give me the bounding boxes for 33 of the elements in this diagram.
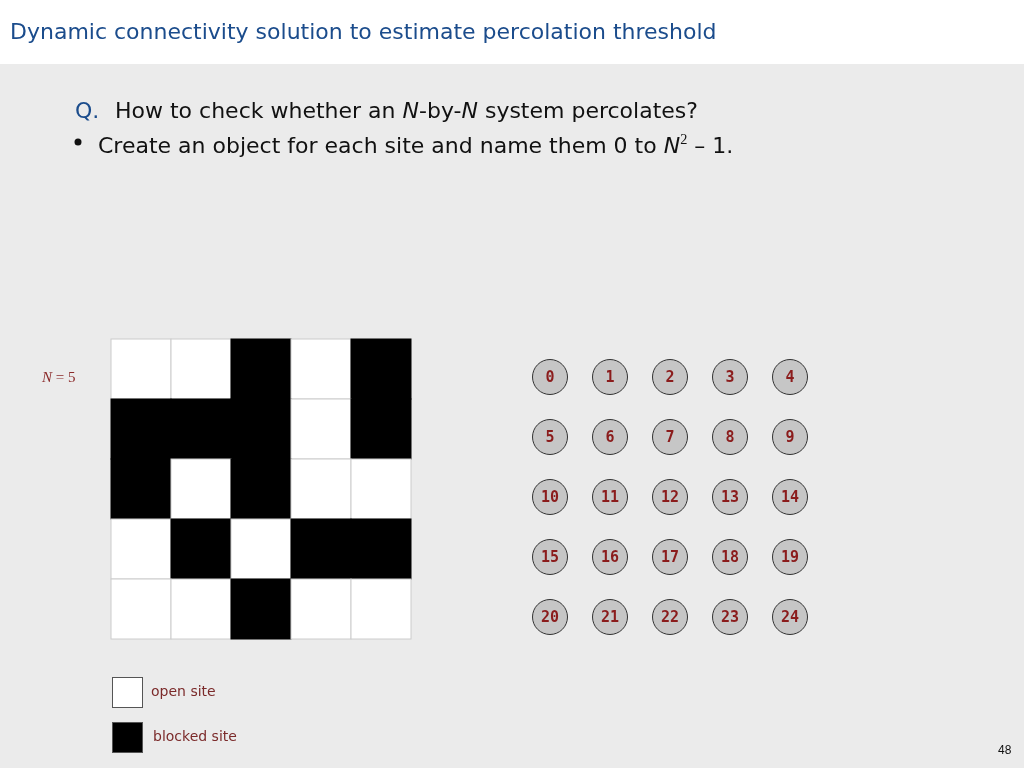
grid-size-label: N = 5 [42, 368, 76, 387]
site-node: 1 [592, 359, 628, 395]
site-node: 11 [592, 479, 628, 515]
site-node: 18 [712, 539, 748, 575]
site-node: 5 [532, 419, 568, 455]
site-node: 17 [652, 539, 688, 575]
site-node: 7 [652, 419, 688, 455]
bullet-text: Create an object for each site and name them 0 to N$^{2}$ – 1. [98, 132, 734, 160]
site-node: 20 [532, 599, 568, 635]
site-node: 24 [772, 599, 808, 635]
site-node: 12 [652, 479, 688, 515]
site-node: 0 [532, 359, 568, 395]
site-node: 8 [712, 419, 748, 455]
legend-label: blocked site [153, 727, 237, 745]
question-text: How to check whether an N-by-N system percolates? [115, 97, 698, 125]
slide-title: Dynamic connectivity solution to estimate percolation threshold [10, 18, 717, 46]
site-node: 3 [712, 359, 748, 395]
site-node: 21 [592, 599, 628, 635]
site-node: 9 [772, 419, 808, 455]
site-node: 10 [532, 479, 568, 515]
site-node: 4 [772, 359, 808, 395]
question-marker: Q. [75, 97, 100, 125]
site-node: 16 [592, 539, 628, 575]
site-node: 22 [652, 599, 688, 635]
site-node: 19 [772, 539, 808, 575]
site-node: 6 [592, 419, 628, 455]
site-node: 23 [712, 599, 748, 635]
legend-label: open site [151, 682, 216, 700]
page-number: 48 [998, 742, 1012, 759]
site-node: 2 [652, 359, 688, 395]
site-node: 13 [712, 479, 748, 515]
site-node: 14 [772, 479, 808, 515]
site-node: 15 [532, 539, 568, 575]
